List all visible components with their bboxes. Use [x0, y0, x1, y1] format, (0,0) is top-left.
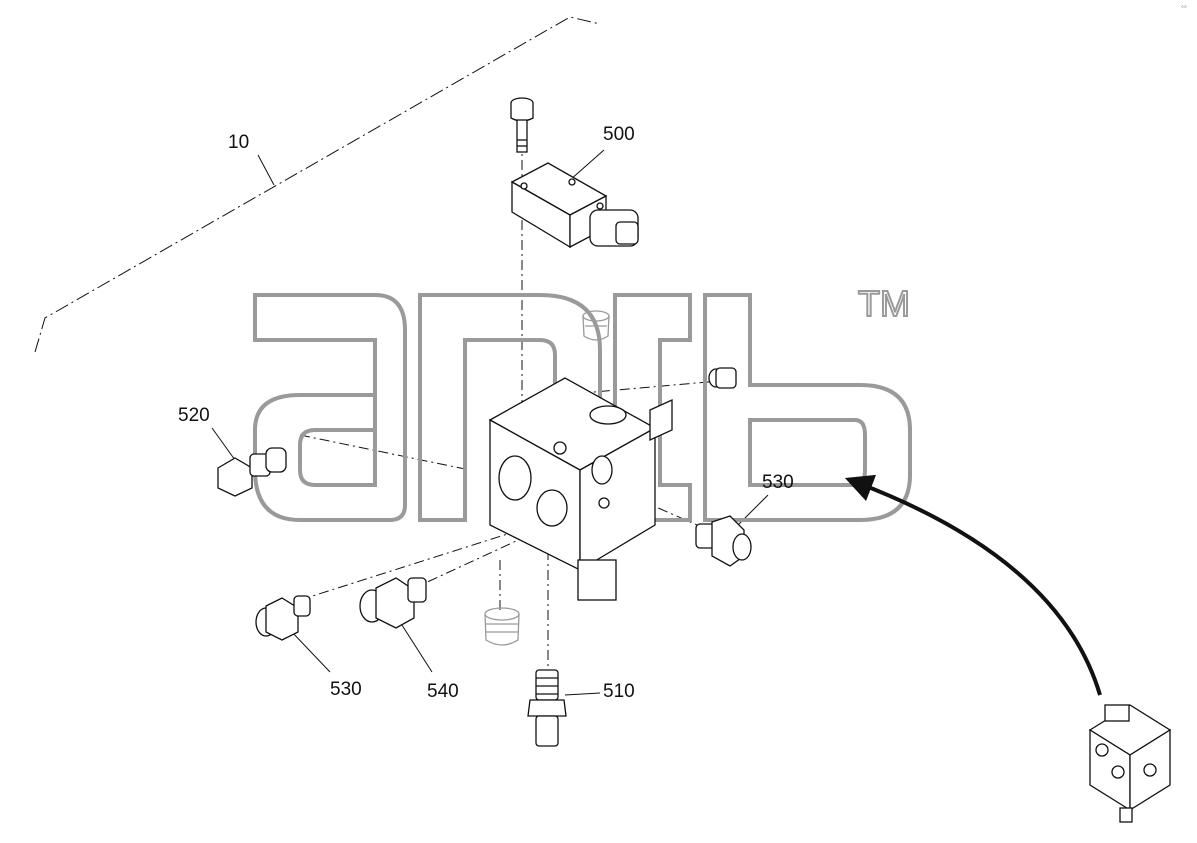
fitting-top-right	[708, 367, 737, 389]
callout-fitting-bottom-mid: 540	[427, 681, 459, 702]
bolt-top	[510, 97, 534, 153]
ghost-plug-bottom	[484, 607, 520, 646]
manifold-block	[488, 377, 673, 601]
solenoid-valve-500	[510, 162, 639, 249]
callout-assembly: 10	[228, 132, 250, 153]
fitting-530-right	[695, 515, 752, 567]
corner-mark: ◦◦	[1181, 2, 1187, 11]
callout-fitting-bottom-left: 530	[330, 679, 362, 700]
fitting-510	[527, 669, 567, 747]
assembled-thumbnail	[1088, 704, 1172, 823]
assembly-boundary-line	[34, 16, 601, 353]
callout-fitting-right: 530	[762, 472, 794, 493]
watermark-trademark: TM	[858, 283, 910, 324]
fitting-520	[217, 447, 287, 497]
callout-fitting-left: 520	[178, 405, 210, 426]
curved-arrow	[844, 474, 1102, 696]
fitting-540	[359, 577, 427, 629]
watermark-logo	[253, 293, 912, 522]
fitting-530-bottom	[255, 595, 311, 641]
callout-fitting-bottom: 510	[603, 681, 635, 702]
callout-valve: 500	[603, 124, 635, 145]
